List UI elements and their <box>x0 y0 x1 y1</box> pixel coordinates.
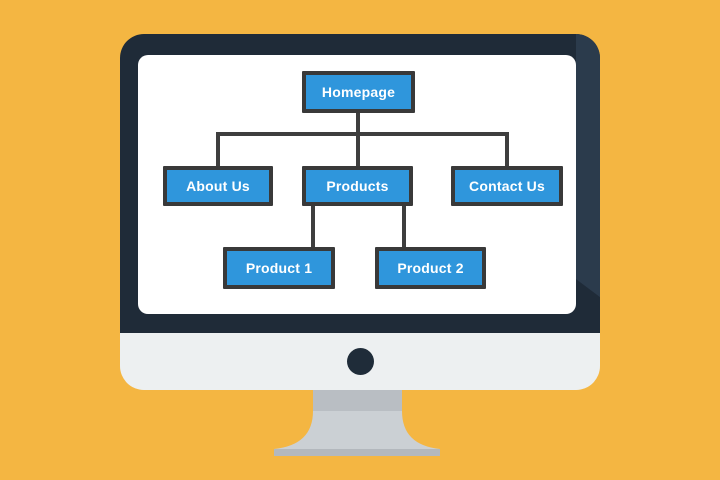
connector-horizontal-bar <box>216 132 509 136</box>
connector-homepage-about-us <box>216 132 220 166</box>
stand-neck <box>313 390 402 412</box>
monitor-stand <box>274 390 440 456</box>
sitemap-node-contact-us: Contact Us <box>451 166 563 206</box>
connector-homepage-contact-us <box>505 132 509 166</box>
connector-products-product-2 <box>402 206 406 247</box>
bezel-highlight <box>576 34 600 298</box>
stand-base <box>274 449 440 456</box>
sitemap-node-products: Products <box>302 166 413 206</box>
stand-flare <box>274 411 440 449</box>
connector-homepage-products <box>356 113 360 166</box>
connector-products-product-1 <box>311 206 315 247</box>
sitemap-node-product-1: Product 1 <box>223 247 335 289</box>
sitemap-node-product-2: Product 2 <box>375 247 486 289</box>
sitemap-node-homepage: Homepage <box>302 71 415 113</box>
logo-dot <box>346 348 374 375</box>
sitemap-node-about-us: About Us <box>163 166 273 206</box>
monitor-chin <box>120 333 600 390</box>
monitor-screen: Homepage About Us Products Contact Us Pr… <box>138 55 576 314</box>
monitor-bezel: Homepage About Us Products Contact Us Pr… <box>120 34 600 333</box>
